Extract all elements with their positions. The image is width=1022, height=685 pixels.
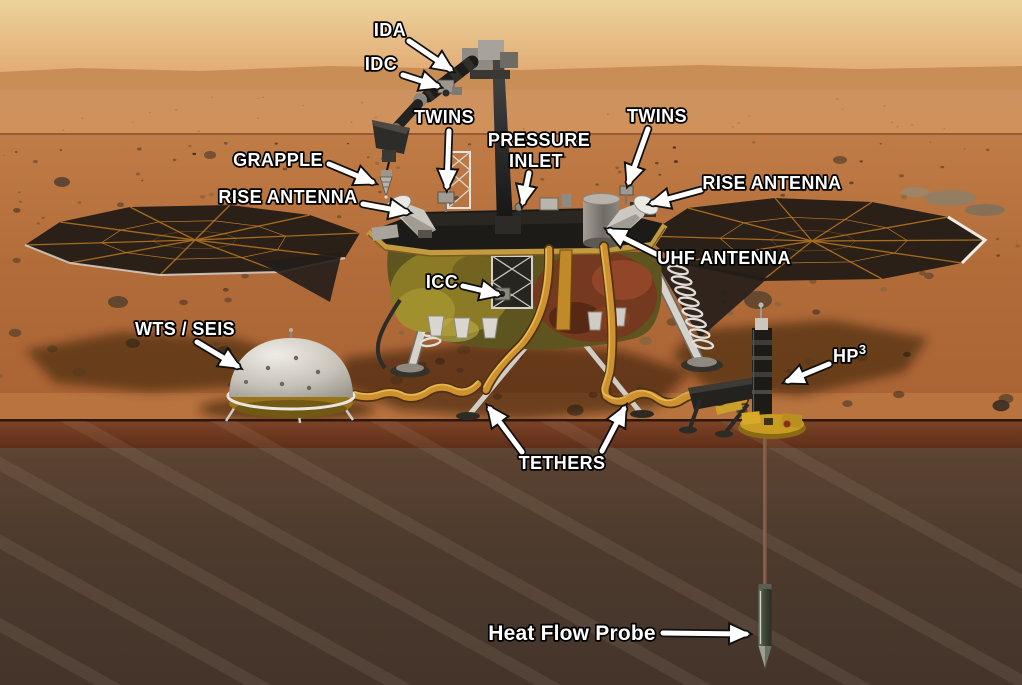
dome-antenna-tip xyxy=(289,328,293,332)
grapple-cable xyxy=(386,161,390,171)
hp3-top-cap xyxy=(755,318,768,330)
hp3-leg xyxy=(688,399,702,429)
distant-hills xyxy=(0,65,1022,98)
pressure-inlet-text-line1: PRESSURE xyxy=(488,130,590,150)
pressure-inlet-text-line2: INLET xyxy=(509,151,563,171)
hp3-label: HP3 xyxy=(780,340,868,386)
subsurface-cross-section xyxy=(0,419,1022,685)
rise-antenna-left-text: RISE ANTENNA xyxy=(218,187,357,207)
heat-flow-probe-label: Heat Flow Probe xyxy=(487,620,754,647)
grapple-text: GRAPPLE xyxy=(233,150,323,170)
rock-outcrop xyxy=(901,187,929,197)
tether-to-seis xyxy=(481,244,555,395)
arm-mast xyxy=(492,45,513,225)
tethers-text: TETHERS xyxy=(519,453,606,473)
probe-tip-shade xyxy=(765,646,772,668)
probe-tether xyxy=(763,436,767,586)
heat-flow-probe-text: Heat Flow Probe xyxy=(488,622,656,645)
rise-antenna-right-label: RISE ANTENNA xyxy=(645,171,843,210)
hp3-yellow-arm xyxy=(715,401,743,415)
solar-panel-left xyxy=(24,204,361,302)
rise-antenna-right-text: RISE ANTENNA xyxy=(702,173,841,193)
twins-right-label: TWINS xyxy=(623,104,688,190)
front-ribbon xyxy=(555,249,573,331)
probe-body xyxy=(758,589,772,647)
surface-cut-line xyxy=(0,419,1022,422)
hp3-red-detail xyxy=(783,420,791,428)
seis-tether xyxy=(341,379,483,403)
wts-seis-dome xyxy=(224,328,356,424)
footpad-front-left xyxy=(456,412,480,420)
uhf-antenna-label: UHF ANTENNA xyxy=(602,226,792,270)
terrain-edge-line xyxy=(0,133,1022,136)
grapple-label: GRAPPLE xyxy=(231,148,380,187)
forearm xyxy=(391,99,423,133)
idc-text: IDC xyxy=(365,54,397,74)
rock-outcrop xyxy=(965,204,1005,216)
probe-cap xyxy=(758,584,772,591)
ida-label: IDA xyxy=(372,18,457,74)
ida-text: IDA xyxy=(374,20,406,40)
twins-left-label: TWINS xyxy=(412,105,475,194)
tethers-label: TETHERS xyxy=(485,401,629,475)
pressure-inlet-label: PRESSURE INLET xyxy=(486,128,591,210)
heat-flow-probe-mole xyxy=(758,584,772,668)
idc-label: IDC xyxy=(363,52,445,92)
distant-plain xyxy=(0,90,1022,135)
deck-gold-rim xyxy=(366,223,668,257)
icc-label: ICC xyxy=(424,270,505,302)
icc-text: ICC xyxy=(426,272,458,292)
rock-outcrop xyxy=(924,190,976,206)
dome-shell xyxy=(229,338,353,397)
hp3-leg xyxy=(724,402,750,434)
deck-overhang xyxy=(371,224,399,241)
subsurface-soil xyxy=(0,421,1022,685)
footpad-front-right xyxy=(630,410,654,418)
mast-base xyxy=(495,216,521,234)
wts-seis-label: WTS / SEIS xyxy=(133,317,244,371)
twins-right-text: TWINS xyxy=(627,106,687,126)
twins-left-text: TWINS xyxy=(414,107,474,127)
uhf-antenna-text: UHF ANTENNA xyxy=(657,248,791,268)
panel-cast-shadow xyxy=(258,252,342,302)
wts-seis-text: WTS / SEIS xyxy=(135,319,235,339)
right-shadow xyxy=(672,320,928,396)
robotic-arm xyxy=(372,40,521,234)
annotation-layer: IDA IDC TWINS PRESSURE INLET TWINS GRAPP… xyxy=(133,18,868,647)
hp3-text: HP3 xyxy=(833,342,866,366)
rise-antenna-left-label: RISE ANTENNA xyxy=(217,185,414,221)
scoop xyxy=(372,120,410,162)
body-cable xyxy=(375,298,402,370)
hp3-device xyxy=(679,302,806,439)
dome-vents xyxy=(244,355,321,391)
subsurface-streaks xyxy=(0,421,1022,685)
